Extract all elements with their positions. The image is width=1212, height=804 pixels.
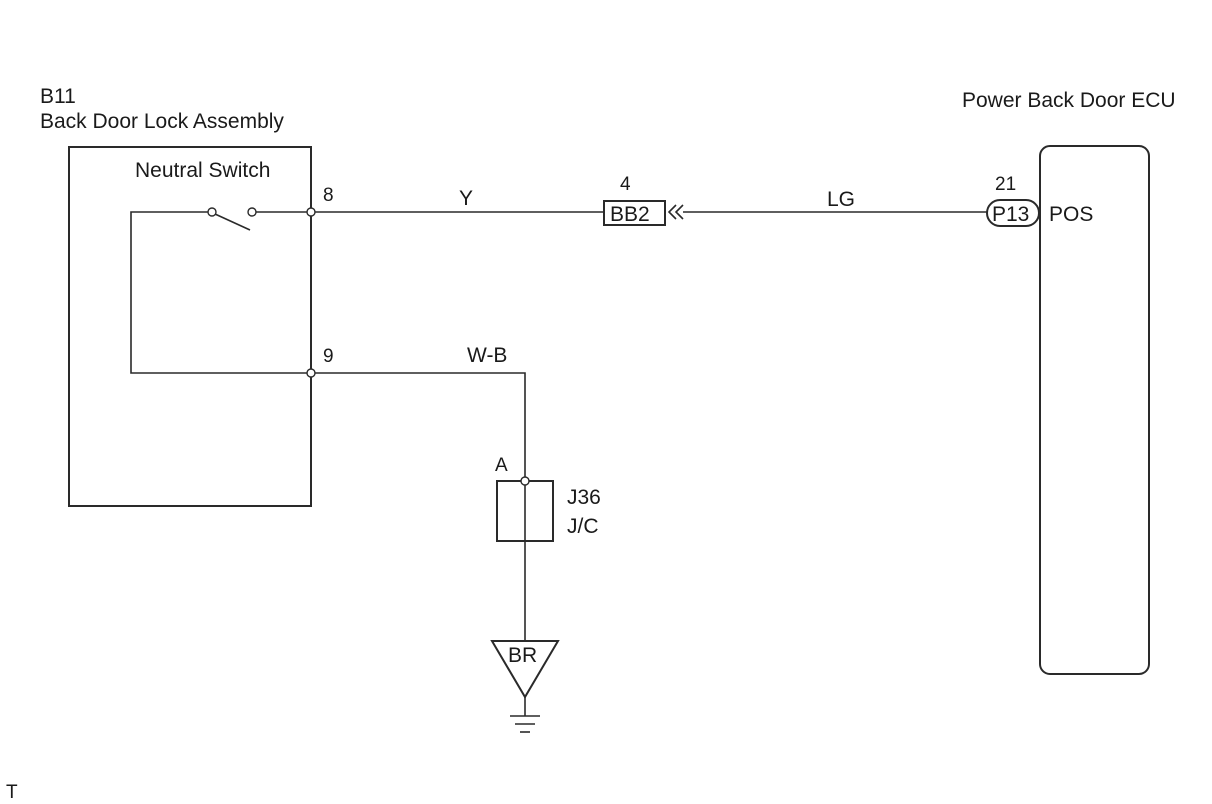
bb2-chevron-icon-2	[674, 204, 684, 220]
p13-connector-label: P13	[992, 203, 1029, 226]
bb2-connector-box	[603, 200, 666, 226]
terminal-8-number: 8	[323, 185, 334, 206]
switch-contact-right	[247, 207, 257, 217]
ecu-name: Power Back Door ECU	[962, 89, 1176, 112]
ground-point-triangle	[490, 640, 560, 699]
wire-y-label: Y	[459, 187, 473, 210]
junction-terminal-dot	[520, 476, 530, 486]
bb2-chevron-icon-1	[667, 204, 677, 220]
j36-code: J36	[567, 486, 601, 509]
switch-contact-left	[207, 207, 217, 217]
power-back-door-ecu-box	[1039, 145, 1150, 675]
ecu-pin-number: 21	[995, 174, 1016, 195]
back-door-lock-assembly-box	[68, 146, 312, 507]
wire-lg-label: LG	[827, 188, 855, 211]
bb2-connector-label: BB2	[610, 203, 650, 226]
ground-point-label: BR	[508, 644, 537, 667]
footer-mark: T	[6, 782, 18, 803]
b11-name: Back Door Lock Assembly	[40, 110, 284, 133]
junction-terminal-label: A	[495, 455, 508, 476]
terminal-9-dot	[306, 368, 316, 378]
bb2-pin-number: 4	[620, 174, 631, 195]
terminal-8-dot	[306, 207, 316, 217]
p13-connector-oval	[986, 199, 1040, 227]
terminal-9-number: 9	[323, 346, 334, 367]
neutral-switch-label: Neutral Switch	[135, 159, 270, 182]
switch-blade	[214, 213, 251, 231]
wire-w-b-label: W-B	[467, 344, 507, 367]
b11-code: B11	[40, 85, 76, 108]
pos-terminal-label: POS	[1049, 203, 1093, 226]
j36-name: J/C	[567, 515, 599, 538]
wire-w-b	[315, 372, 526, 477]
switch-loop-wire	[130, 211, 311, 374]
